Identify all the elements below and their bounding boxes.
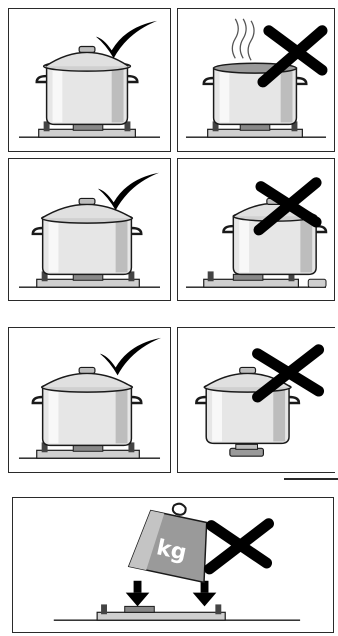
- panel-small-burner-incorrect: [177, 327, 335, 473]
- pot: [33, 367, 141, 445]
- panel-uncovered-pot-incorrect: [177, 8, 335, 152]
- pot: [223, 198, 326, 274]
- check-icon: [100, 338, 161, 375]
- pot: [204, 63, 307, 124]
- weight-illustration: kg: [13, 498, 333, 632]
- panel-lidded-pot-correct: [8, 8, 171, 152]
- small-burner: [230, 444, 264, 456]
- pot-illustration: [178, 159, 334, 300]
- pot: [33, 198, 141, 274]
- steam: [232, 19, 254, 60]
- divider-line: [284, 478, 338, 480]
- pot-illustration: [9, 9, 170, 151]
- check-icon: [96, 21, 157, 58]
- pot-illustration: [178, 9, 334, 151]
- pot-illustration: [178, 328, 335, 472]
- panel-off-center-pot-incorrect: [177, 158, 335, 301]
- burner-grate: [54, 604, 300, 620]
- down-arrow-icon: [126, 581, 150, 607]
- check-icon: [98, 173, 159, 210]
- panel-heavy-weight-incorrect: kg: [12, 497, 334, 633]
- pot: [37, 46, 138, 124]
- panel-centered-pot-correct: [8, 158, 171, 301]
- pot-illustration: [9, 159, 170, 300]
- cross-icon: [209, 524, 268, 569]
- down-arrow-icon: [193, 581, 217, 607]
- pot-illustration: [9, 328, 170, 472]
- panel-matching-burner-correct: [8, 327, 171, 473]
